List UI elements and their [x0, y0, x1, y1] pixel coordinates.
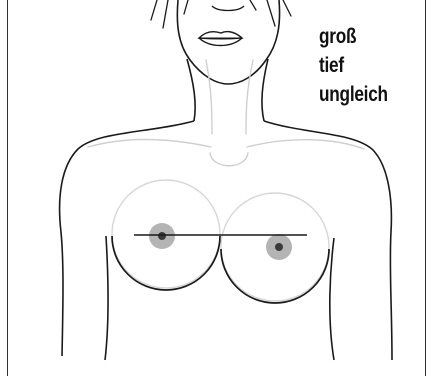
right-torso-side: [330, 238, 334, 360]
neck-right: [262, 59, 268, 121]
neck-left: [187, 59, 195, 121]
hair-strands: [151, 0, 291, 28]
left-nipple: [158, 232, 166, 240]
nose: [212, 6, 244, 11]
label-gross: groß: [319, 22, 409, 51]
left-torso-side: [105, 236, 108, 360]
descriptor-labels: groß tief ungleich: [319, 22, 409, 109]
right-nipple: [275, 243, 283, 251]
label-tief: tief: [319, 51, 409, 80]
lips: [199, 32, 242, 46]
face-outline: [177, 0, 279, 84]
label-ungleich: ungleich: [319, 80, 409, 109]
